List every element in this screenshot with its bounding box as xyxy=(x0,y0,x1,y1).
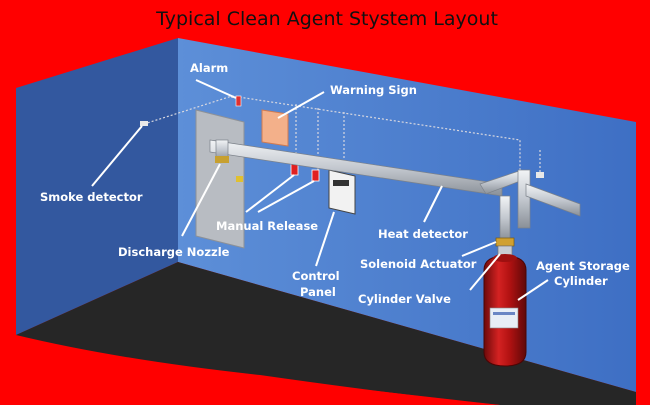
control-panel xyxy=(328,169,356,215)
arrow-control-panel xyxy=(315,211,335,267)
label-smoke-detector: Smoke detector xyxy=(40,190,143,204)
cylinder-label-plate xyxy=(489,307,519,329)
label-control-panel-1: Control xyxy=(292,269,340,283)
label-agent-storage-2: Cylinder xyxy=(554,274,608,288)
branch-pipe xyxy=(525,183,581,217)
label-heat-detector: Heat detector xyxy=(378,227,468,241)
manual-release-2 xyxy=(311,169,320,182)
callout-arrows xyxy=(91,79,549,301)
floor-cut xyxy=(16,335,500,405)
arrow-heat-detector xyxy=(423,185,443,223)
arrow-agent-storage xyxy=(517,279,549,301)
label-solenoid-actuator: Solenoid Actuator xyxy=(360,257,477,271)
arrow-smoke-detector xyxy=(91,125,143,187)
label-warning-sign: Warning Sign xyxy=(330,83,417,97)
solenoid-actuator xyxy=(495,237,515,247)
manual-release-1 xyxy=(290,163,299,176)
arrow-manual-release-2 xyxy=(257,180,315,213)
diagram-title: Typical Clean Agent Stystem Layout xyxy=(155,8,498,30)
label-control-panel-2: Panel xyxy=(300,285,336,299)
arrow-manual-release-1 xyxy=(245,174,295,213)
warning-sign xyxy=(261,109,289,147)
label-discharge-nozzle: Discharge Nozzle xyxy=(118,245,230,259)
discharge-nozzle xyxy=(215,156,229,163)
floor xyxy=(16,262,636,405)
label-agent-storage-1: Agent Storage xyxy=(536,259,630,273)
left-wall xyxy=(16,38,178,335)
arrow-cylinder-valve xyxy=(469,253,501,291)
arrow-discharge-nozzle xyxy=(181,163,221,237)
heat-detector xyxy=(536,172,544,178)
arrow-solenoid-actuator xyxy=(461,241,497,257)
label-alarm: Alarm xyxy=(190,61,228,75)
cylinder-label-stripe xyxy=(493,312,515,315)
door-handle xyxy=(236,176,243,182)
smoke-detector xyxy=(140,121,148,126)
label-cylinder-valve: Cylinder Valve xyxy=(358,292,451,306)
alarm-bell xyxy=(235,95,242,107)
riser-pipe xyxy=(517,169,531,229)
label-manual-release: Manual Release xyxy=(216,219,318,233)
cylinder-pipe xyxy=(499,195,511,241)
control-panel-display xyxy=(333,180,349,186)
arrow-warning-sign xyxy=(277,91,325,119)
arrow-alarm xyxy=(195,79,237,99)
